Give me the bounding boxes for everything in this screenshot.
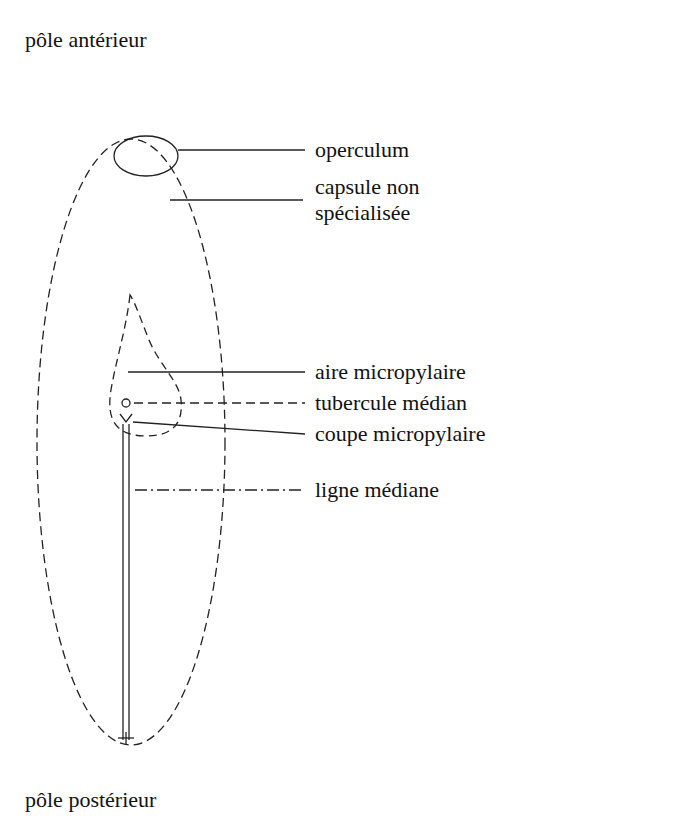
median-tubercle-shape [122, 399, 130, 407]
leader-line [170, 199, 303, 200]
part-label: capsule non spécialisée [315, 174, 465, 226]
micropylar-area-shape [110, 295, 182, 436]
micropylar-cup-shape [120, 414, 132, 422]
leader-line [178, 149, 305, 150]
egg-capsule [37, 139, 225, 745]
median-line-shape [122, 424, 123, 740]
part-label: ligne médiane [315, 477, 439, 503]
leader-line [135, 489, 305, 490]
pole-label: pôle antérieur [25, 27, 147, 53]
leader-line [128, 371, 305, 372]
part-label: coupe micropylaire [315, 421, 485, 447]
leader-line [134, 402, 305, 403]
part-label: tubercule médian [315, 390, 467, 416]
median-line-shape [125, 732, 126, 745]
leader-line [133, 422, 305, 434]
part-label: aire micropylaire [315, 359, 466, 385]
median-line-shape [128, 424, 129, 740]
operculum-shape [114, 136, 178, 176]
pole-label: pôle postérieur [25, 787, 156, 813]
part-label: operculum [315, 137, 409, 163]
